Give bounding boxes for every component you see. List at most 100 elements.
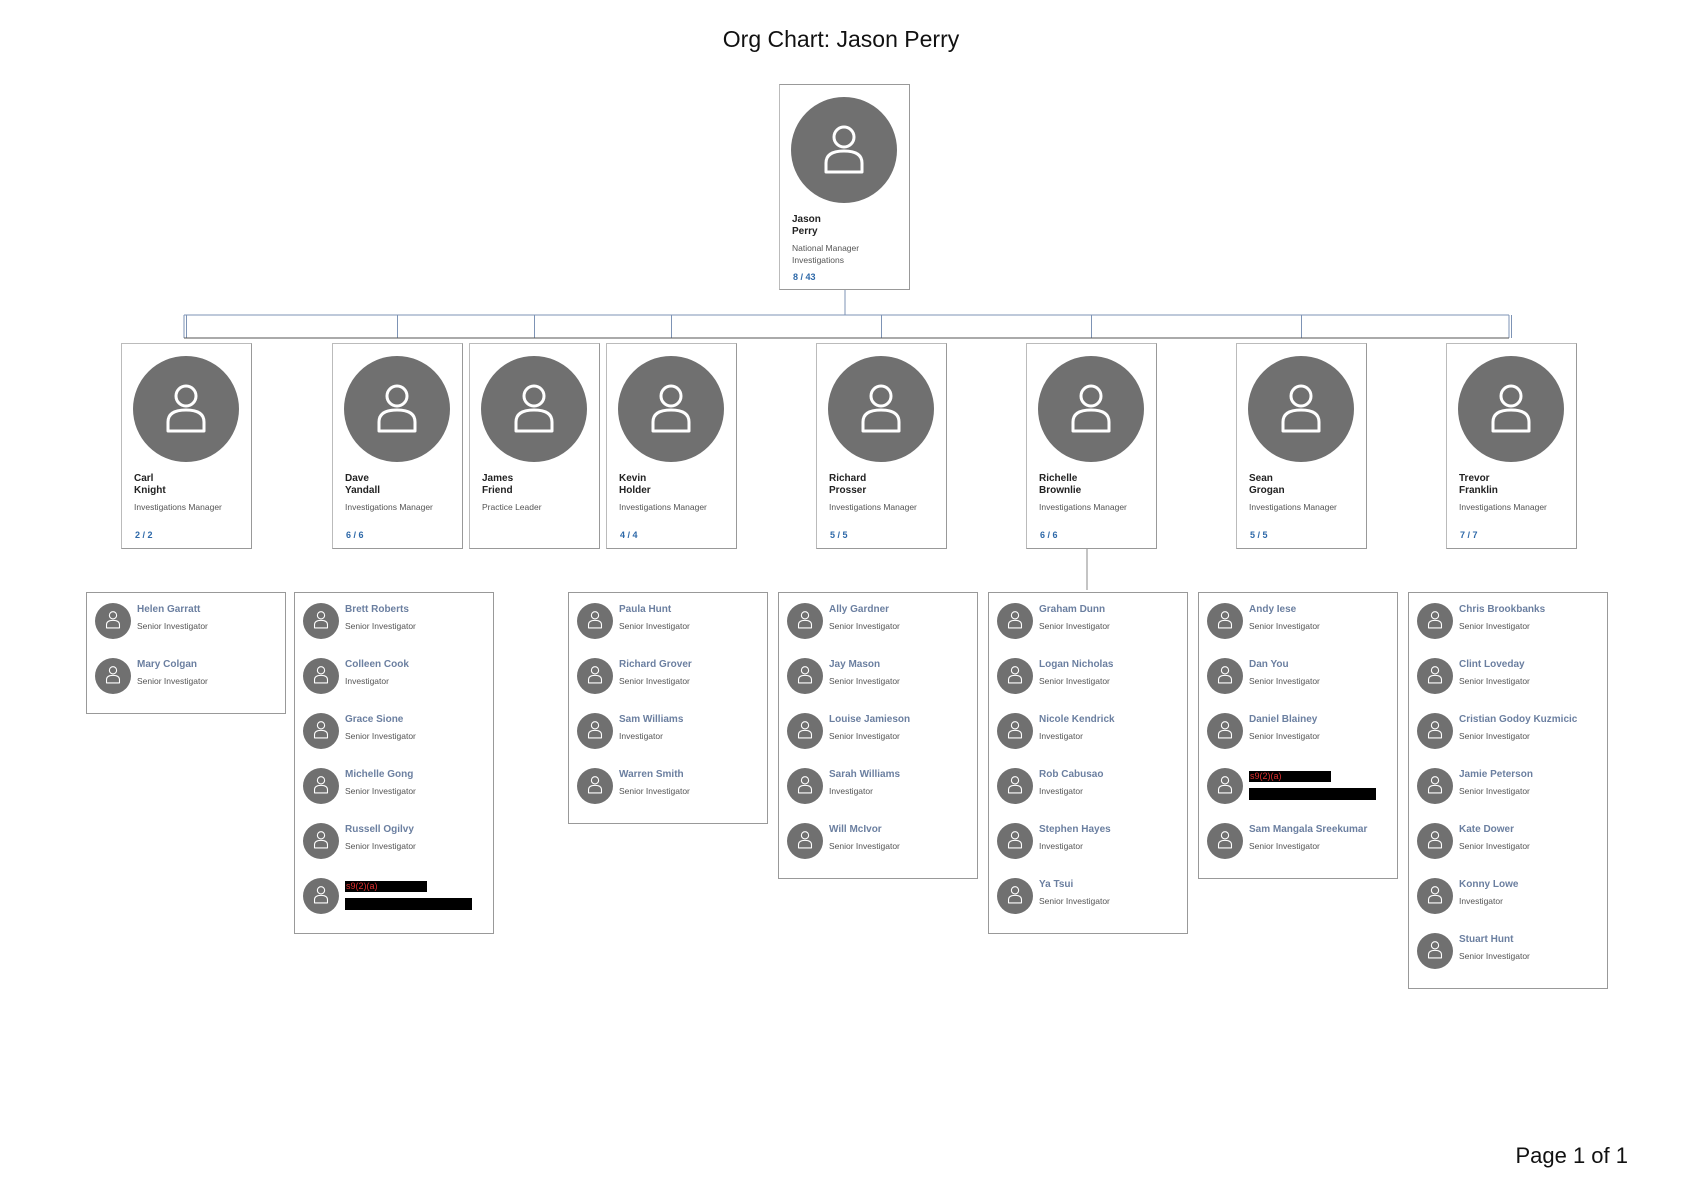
report-count-link[interactable]: 6 / 6 xyxy=(1040,530,1058,540)
report-count-link[interactable]: 5 / 5 xyxy=(1250,530,1268,540)
list-item[interactable]: s9(2)(a) xyxy=(303,876,488,916)
redaction-bar: s9(2)(a) xyxy=(1249,771,1331,782)
avatar xyxy=(95,603,131,639)
list-item[interactable]: s9(2)(a) xyxy=(1207,766,1392,806)
person-icon xyxy=(1007,721,1023,739)
avatar xyxy=(997,658,1033,694)
member-name: Russell Ogilvy xyxy=(345,824,414,835)
avatar xyxy=(828,356,934,462)
avatar xyxy=(997,878,1033,914)
job-title: Investigations Manager xyxy=(345,502,433,512)
member-role: Senior Investigator xyxy=(1459,951,1530,961)
member-role: Investigator xyxy=(1039,786,1083,796)
redaction-bar xyxy=(345,898,472,910)
member-name: Paula Hunt xyxy=(619,604,672,615)
member-name: Michelle Gong xyxy=(345,769,414,780)
job-title: Investigations Manager xyxy=(829,502,917,512)
first-name: Dave xyxy=(345,473,369,484)
report-count-link[interactable]: 8 / 43 xyxy=(793,272,816,282)
person-icon xyxy=(797,831,813,849)
member-name: Richard Grover xyxy=(619,659,692,670)
avatar xyxy=(1417,713,1453,749)
person-icon xyxy=(313,776,329,794)
member-role: Senior Investigator xyxy=(829,621,900,631)
last-name: Grogan xyxy=(1249,485,1285,496)
avatar xyxy=(787,823,823,859)
report-count-link[interactable]: 7 / 7 xyxy=(1460,530,1478,540)
redaction-label: s9(2)(a) xyxy=(346,881,378,891)
avatar xyxy=(1207,823,1243,859)
avatar xyxy=(997,823,1033,859)
avatar xyxy=(1417,768,1453,804)
avatar xyxy=(1038,356,1144,462)
member-role: Investigator xyxy=(345,676,389,686)
member-name: Logan Nicholas xyxy=(1039,659,1114,670)
report-count-link[interactable]: 4 / 4 xyxy=(620,530,638,540)
last-name: Yandall xyxy=(345,485,381,496)
person-icon xyxy=(1007,666,1023,684)
member-name: Stephen Hayes xyxy=(1039,824,1111,835)
person-icon xyxy=(1007,831,1023,849)
member-name: Clint Loveday xyxy=(1459,659,1525,670)
report-count-link[interactable]: 6 / 6 xyxy=(346,530,364,540)
person-icon xyxy=(1007,886,1023,904)
root-card[interactable]: Jason Perry National Manager Investigati… xyxy=(779,84,910,290)
job-title: Investigations Manager xyxy=(1249,502,1337,512)
report-count-link[interactable]: 5 / 5 xyxy=(830,530,848,540)
first-name: James xyxy=(482,473,514,484)
report-count-link[interactable]: 2 / 2 xyxy=(135,530,153,540)
member-name: Sam Mangala Sreekumar xyxy=(1249,824,1368,835)
member-name: Brett Roberts xyxy=(345,604,409,615)
avatar xyxy=(481,356,587,462)
member-role: Senior Investigator xyxy=(619,621,690,631)
person-icon xyxy=(1427,831,1443,849)
person-icon xyxy=(313,721,329,739)
person-icon xyxy=(166,384,206,433)
member-name: Daniel Blainey xyxy=(1249,714,1318,725)
person-icon xyxy=(797,611,813,629)
